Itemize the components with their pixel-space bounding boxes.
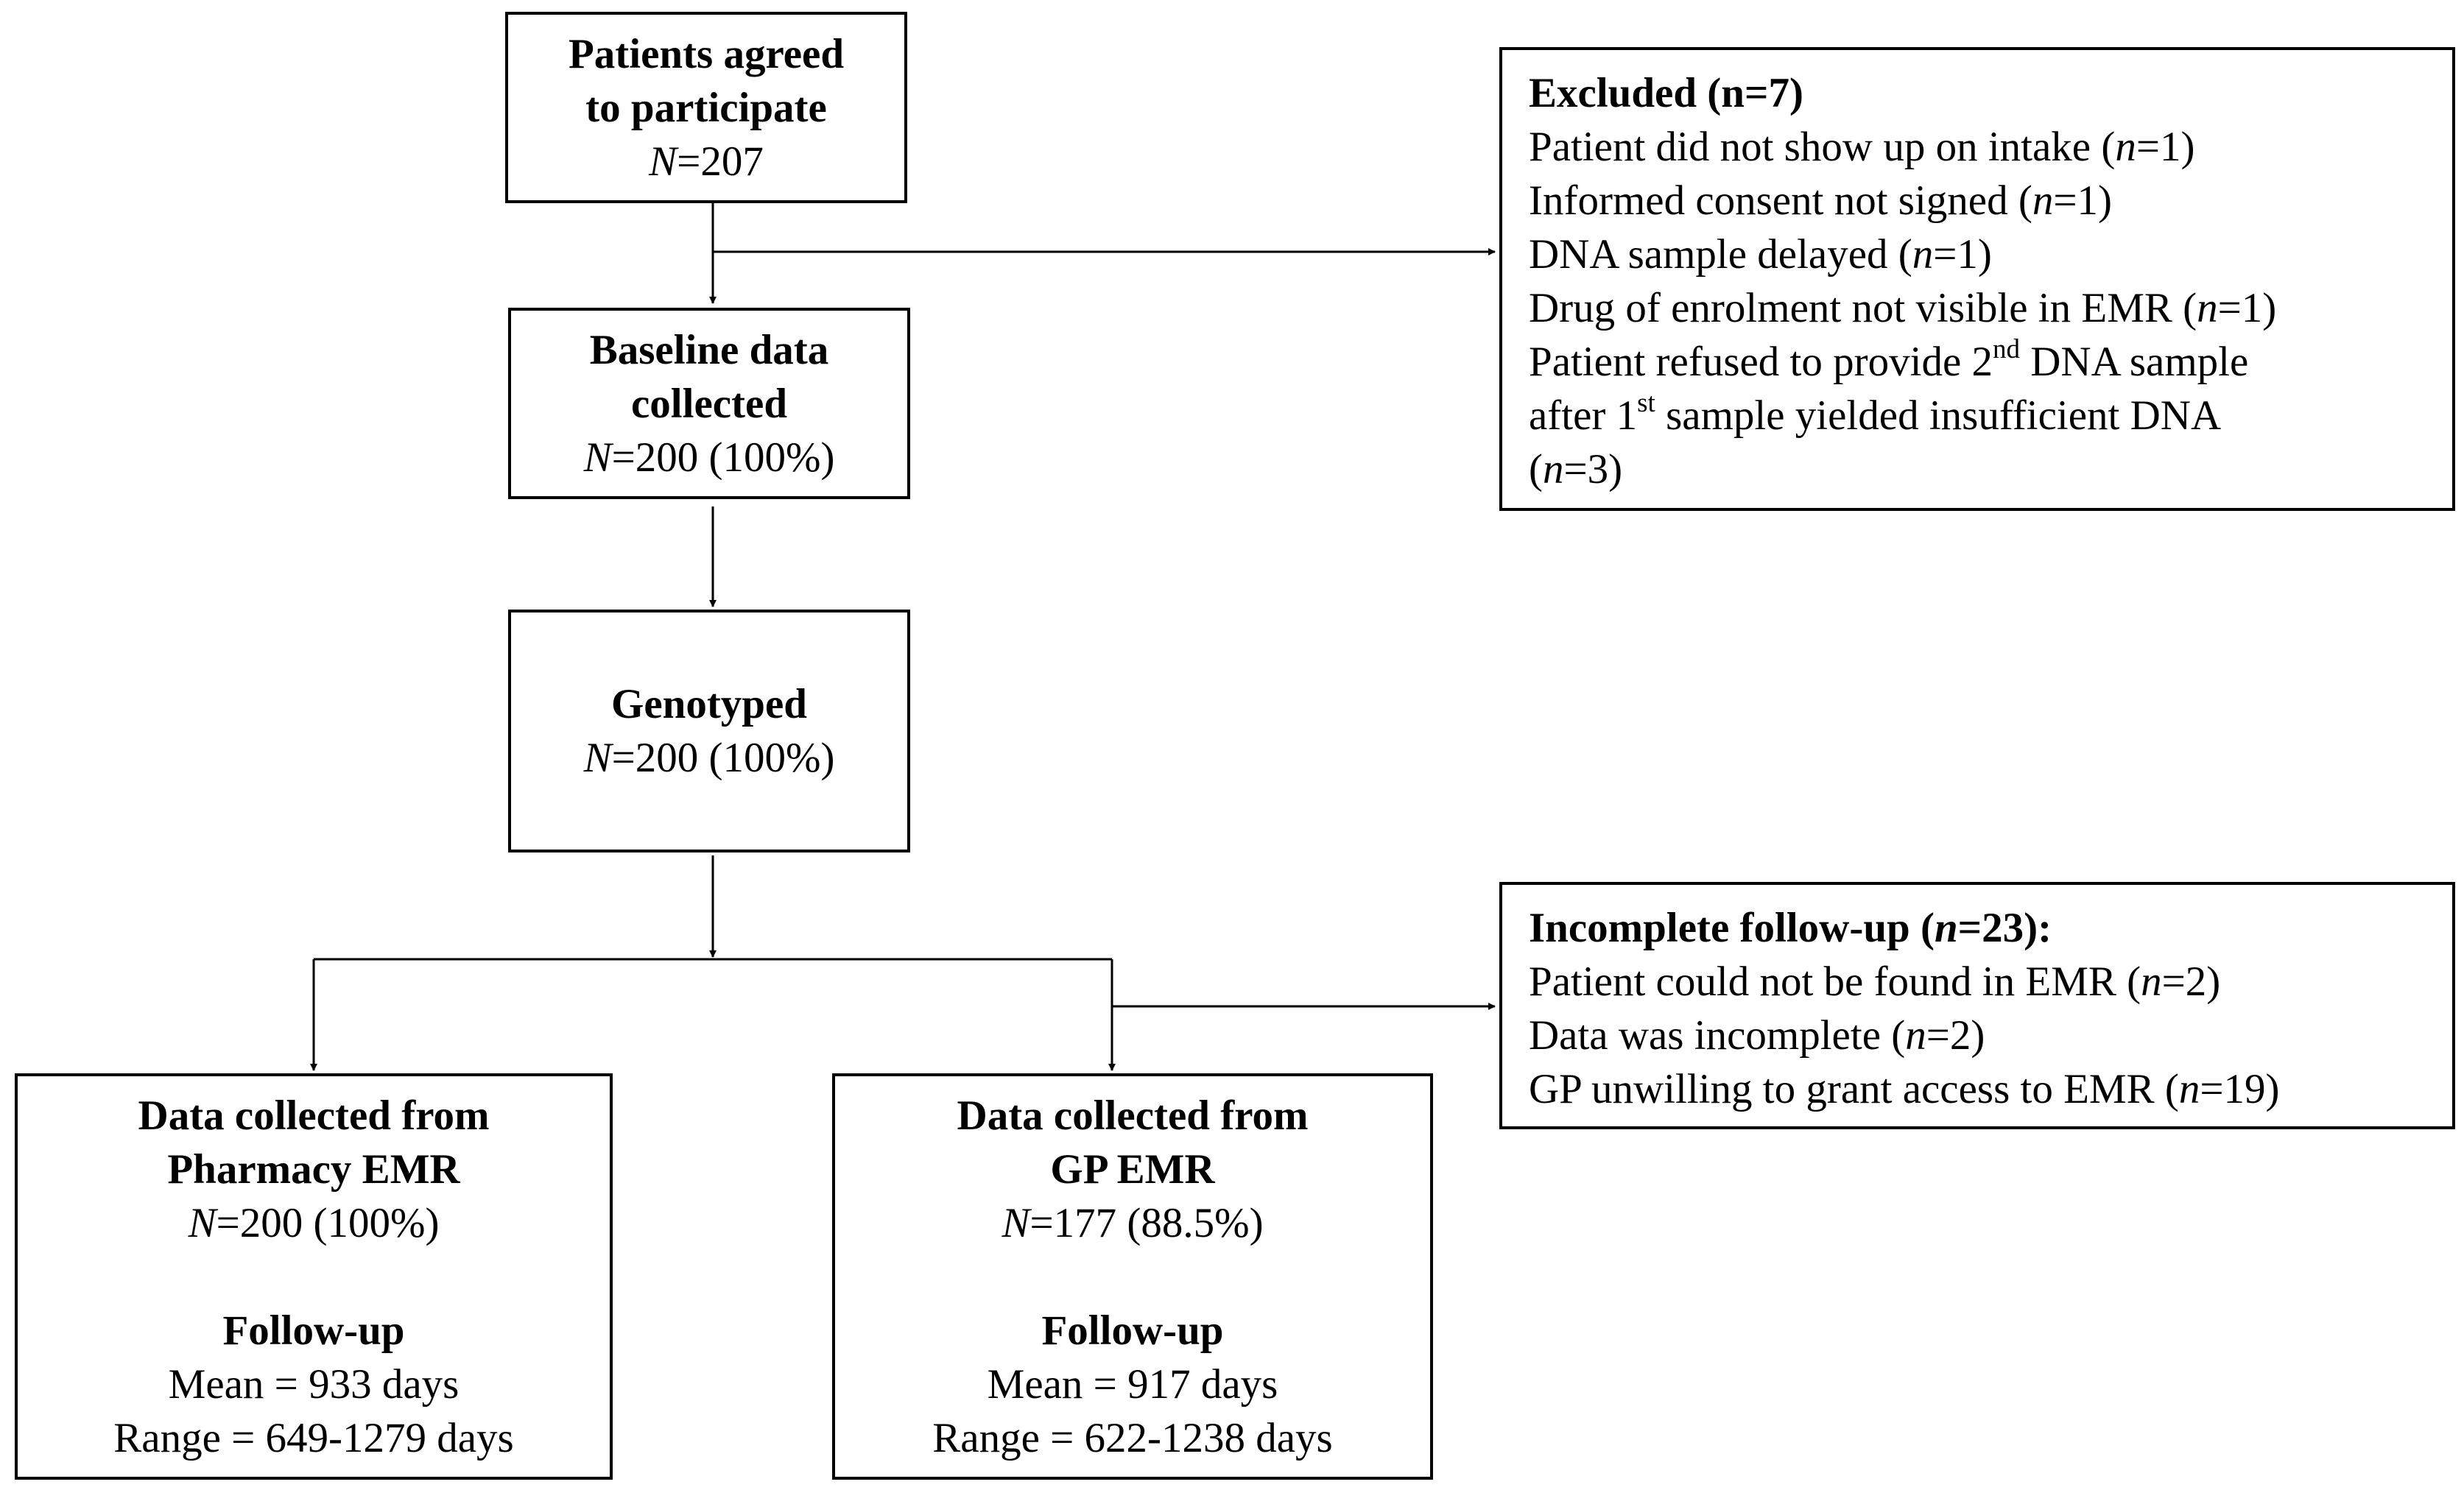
excluded-reason-cont: (n=3)	[1529, 446, 1623, 492]
followup-title: Follow-up	[222, 1307, 405, 1354]
followup-mean: Mean = 917 days	[987, 1360, 1278, 1408]
node-patients-agreed: Patients agreed to participate N=207	[505, 12, 907, 203]
node-baseline-data: Baseline data collected N=200 (100%)	[508, 308, 910, 499]
node-title: collected	[630, 380, 788, 427]
node-genotyped: Genotyped N=200 (100%)	[508, 610, 910, 852]
incomplete-reason: Data was incomplete (n=2)	[1529, 1012, 1985, 1059]
node-count: N=200 (100%)	[583, 434, 835, 481]
node-count: N=200 (100%)	[188, 1199, 440, 1246]
excluded-reason: Drug of enrolment not visible in EMR (n=…	[1529, 285, 2277, 331]
incomplete-reason: GP unwilling to grant access to EMR (n=1…	[1529, 1066, 2280, 1112]
incomplete-title: Incomplete follow-up (n=23):	[1529, 905, 2052, 951]
node-title: to participate	[585, 84, 827, 131]
node-title: GP EMR	[1050, 1145, 1215, 1193]
excluded-reason: Informed consent not signed (n=1)	[1529, 177, 2112, 224]
excluded-reason: DNA sample delayed (n=1)	[1529, 231, 1992, 278]
node-count: N=177 (88.5%)	[1002, 1199, 1264, 1246]
excluded-title: Excluded (n=7)	[1529, 70, 1803, 116]
followup-range: Range = 649-1279 days	[113, 1414, 514, 1461]
followup-title: Follow-up	[1041, 1307, 1224, 1354]
node-title: Baseline data	[589, 326, 829, 373]
node-incomplete-followup: Incomplete follow-up (n=23): Patient cou…	[1499, 882, 2455, 1129]
node-count: N=207	[649, 138, 764, 185]
node-title: Patients agreed	[568, 30, 845, 77]
node-title: Data collected from	[138, 1092, 490, 1139]
node-count: N=200 (100%)	[583, 735, 835, 781]
node-pharmacy-emr: Data collected from Pharmacy EMR N=200 (…	[15, 1073, 613, 1480]
excluded-reason: Patient refused to provide 2nd DNA sampl…	[1529, 334, 2249, 385]
node-excluded: Excluded (n=7) Patient did not show up o…	[1499, 47, 2455, 511]
node-title: Pharmacy EMR	[167, 1145, 460, 1193]
excluded-reason: Patient did not show up on intake (n=1)	[1529, 124, 2195, 170]
node-title: Data collected from	[957, 1092, 1309, 1139]
followup-mean: Mean = 933 days	[168, 1360, 460, 1408]
incomplete-reason: Patient could not be found in EMR (n=2)	[1529, 958, 2221, 1005]
node-title: Genotyped	[610, 681, 808, 727]
node-gp-emr: Data collected from GP EMR N=177 (88.5%)…	[832, 1073, 1433, 1480]
excluded-reason-cont: after 1st sample yielded insufficient DN…	[1529, 388, 2222, 439]
followup-range: Range = 622-1238 days	[932, 1414, 1333, 1461]
